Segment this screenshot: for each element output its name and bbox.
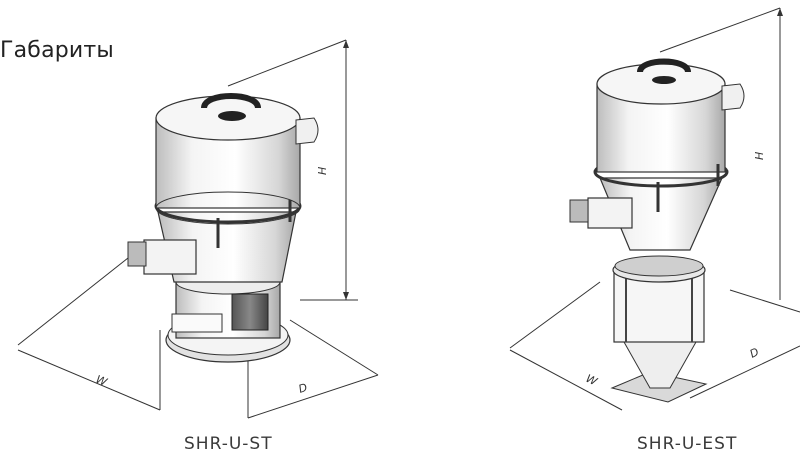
h-arrow-right xyxy=(777,8,783,16)
dim-d-right: D xyxy=(748,345,761,360)
caption-shr-u-est: SHR-U-EST xyxy=(637,434,738,454)
machine-shr-u-st: H W D xyxy=(17,39,379,419)
dim-h-left: H xyxy=(316,167,329,175)
dim-d-left: D xyxy=(297,381,309,396)
dimension-lines-right xyxy=(509,7,800,411)
caption-shr-u-st: SHR-U-ST xyxy=(184,434,273,454)
dimension-lines-left xyxy=(17,39,379,419)
page-title: Габариты xyxy=(0,38,114,63)
dim-w-left: W xyxy=(94,373,110,390)
dim-w-right: W xyxy=(584,372,600,389)
machine-shr-u-est: H W D xyxy=(509,7,800,411)
dim-h-right: H xyxy=(753,152,766,160)
